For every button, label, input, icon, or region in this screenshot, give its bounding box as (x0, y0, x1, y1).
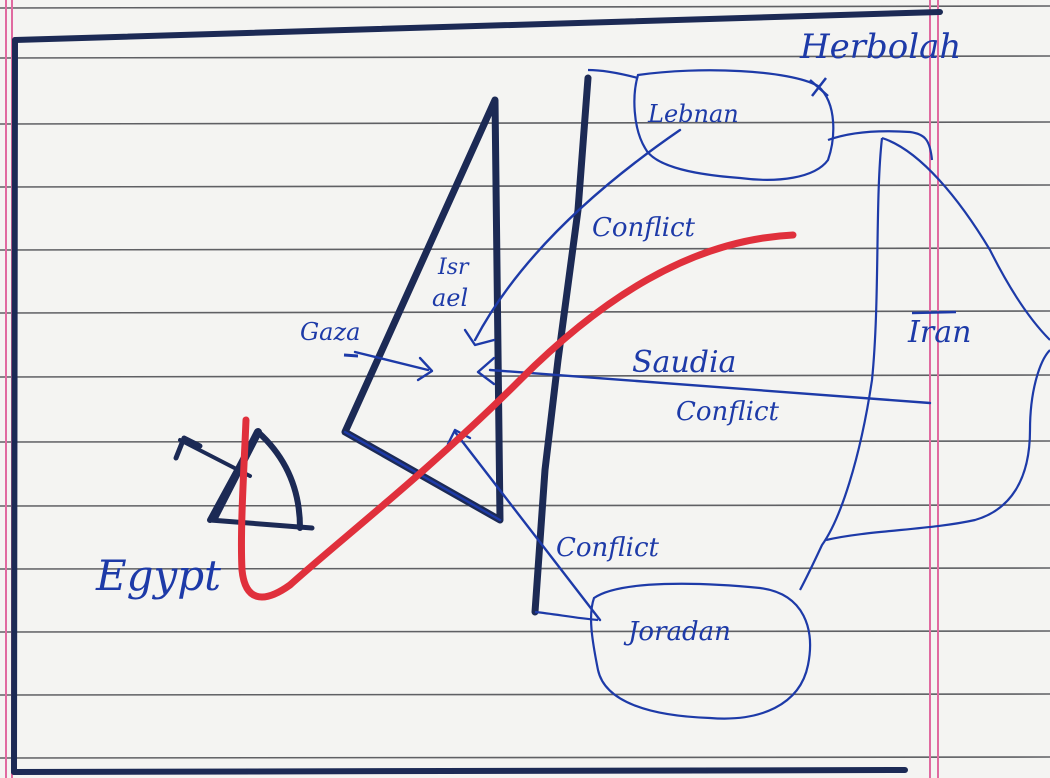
label-lebanon: Lebnan (647, 100, 739, 128)
egypt-pyramid (173, 428, 315, 531)
cross-mark (809, 77, 829, 97)
jordan-region (589, 582, 812, 720)
red-marker-curve (237, 231, 797, 601)
label-iran: Iran (907, 315, 971, 350)
label-conflict-bottom: Conflict (556, 533, 660, 563)
label-israel-2: ael (432, 284, 468, 312)
label-conflict-mid: Conflict (676, 397, 780, 427)
ruled-lines (0, 5, 1050, 759)
diagram-frame (11, 9, 943, 775)
lebanon-region (633, 69, 835, 181)
label-conflict-top: Conflict (592, 213, 696, 243)
gaza-dash (343, 353, 359, 358)
label-israel-1: Isr (437, 255, 470, 280)
handwritten-labels: Herbolah Lebnan Conflict Isr ael Gaza Sa… (95, 27, 971, 647)
label-hezbollah: Herbolah (799, 27, 961, 67)
label-gaza: Gaza (300, 318, 360, 346)
israel-shape (341, 96, 504, 524)
label-saudia: Saudia (632, 345, 736, 380)
border-wall-line (531, 74, 592, 616)
label-jordan: Joradan (623, 617, 731, 647)
margin-lines (5, 0, 939, 778)
iran-underline (911, 310, 957, 315)
saudia-iran-region (534, 68, 1050, 622)
label-egypt: Egypt (95, 551, 221, 600)
conflict-arrows (343, 128, 932, 622)
